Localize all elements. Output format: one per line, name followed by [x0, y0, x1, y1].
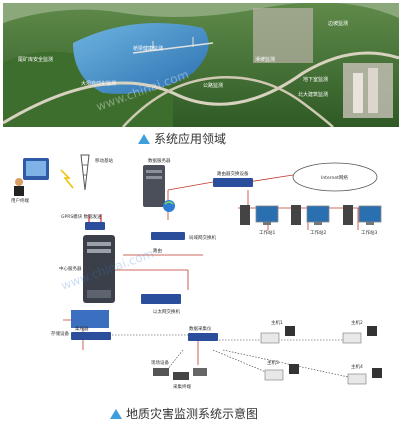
node3-label: 主机3	[267, 359, 279, 366]
label-tailings: 尾矿库安全监测	[18, 56, 53, 63]
label-dam: 大坝自动化监测	[81, 80, 116, 87]
server-top-label: 数据服务器	[148, 157, 171, 164]
field2-label: 采集终端	[173, 383, 191, 390]
hub-left: 集线器	[71, 325, 111, 340]
label-slope: 边坡监测	[328, 20, 348, 27]
workstation-2: 工作站2	[291, 205, 330, 236]
ethernet-switch: 以太网交换机	[141, 294, 181, 315]
internet-label: Internet网络	[321, 174, 348, 181]
hub-label: 集线器	[75, 325, 89, 332]
tower-label: 移动基站	[95, 157, 113, 164]
ws1-label: 工作站1	[259, 229, 275, 236]
triangle-icon	[110, 409, 122, 419]
label-bridge: 桥梁健康监测	[133, 45, 163, 52]
node4-label: 主机4	[351, 363, 363, 370]
route-label: 路由	[153, 247, 162, 254]
lan-switch-top: 局域网交换机	[151, 232, 216, 241]
internet-cloud-icon: Internet网络	[292, 162, 378, 192]
router-label: 路由器交换设备	[217, 170, 249, 177]
switch-top-label: 局域网交换机	[189, 234, 216, 241]
collector-label: 数据采集仪	[189, 325, 212, 332]
net-switch-label: 以太网交换机	[153, 308, 180, 315]
lightning-icon	[60, 169, 74, 189]
bottom-caption-text: 地质灾害监测系统示意图	[126, 407, 259, 421]
top-caption-text: 系统应用领域	[154, 132, 227, 146]
field-node-2: 主机2	[342, 319, 377, 344]
label-basement: 地下室监测	[303, 76, 328, 83]
field-node-4: 主机4	[347, 363, 382, 385]
main-server-label: 中心服务器	[59, 265, 82, 272]
gprs-modem: GPRS模块 数据发送	[61, 213, 105, 230]
workstation-3: 工作站3	[343, 205, 382, 236]
field-node-1: 主机1	[260, 319, 295, 344]
node1-label: 主机1	[271, 319, 283, 326]
field-label: 现场设备	[151, 359, 169, 366]
network-diagram: 用户终端 移动基站 GPRS模块 数据发送 数据服务器	[11, 154, 382, 390]
storage-label: 存储设备	[51, 330, 69, 337]
label-highway: 公路监测	[203, 82, 223, 89]
data-links	[103, 334, 358, 379]
user-label: 用户终端	[11, 197, 29, 204]
user-terminal: 用户终端	[11, 158, 49, 204]
cell-tower-icon: 移动基站	[80, 154, 113, 191]
system-diagram: 用户终端 移动基站 GPRS模块 数据发送 数据服务器	[3, 150, 399, 400]
top-caption: 系统应用领域	[138, 130, 226, 147]
field-devices: 现场设备 采集终端	[151, 359, 207, 390]
triangle-icon	[138, 134, 150, 144]
node2-label: 主机2	[351, 319, 363, 326]
field-node-3: 主机3	[264, 359, 299, 381]
data-server: 数据服务器	[143, 157, 175, 212]
bottom-caption: 地质灾害监测系统示意图	[110, 405, 258, 422]
label-landslide: 滑坡监测	[255, 56, 275, 63]
ws2-label: 工作站2	[310, 229, 326, 236]
landscape-labels: 尾矿库安全监测 桥梁健康监测 大坝自动化监测 公路监测 滑坡监测 边坡监测 地下…	[18, 20, 348, 98]
label-building: 北大建筑监测	[298, 91, 328, 98]
gprs-label: GPRS模块 数据发送	[61, 213, 102, 220]
main-server: 中心服务器	[59, 235, 115, 303]
workstation-1: 工作站1	[240, 205, 279, 236]
collector-switch: 数据采集仪	[188, 325, 218, 341]
ws3-label: 工作站3	[361, 229, 377, 236]
router-device: 路由器交换设备	[213, 170, 253, 187]
application-landscape-image: 尾矿库安全监测 桥梁健康监测 大坝自动化监测 公路监测 滑坡监测 边坡监测 地下…	[2, 2, 400, 128]
landscape-illustration: 尾矿库安全监测 桥梁健康监测 大坝自动化监测 公路监测 滑坡监测 边坡监测 地下…	[2, 2, 400, 128]
storage-device: 存储设备	[51, 310, 109, 337]
